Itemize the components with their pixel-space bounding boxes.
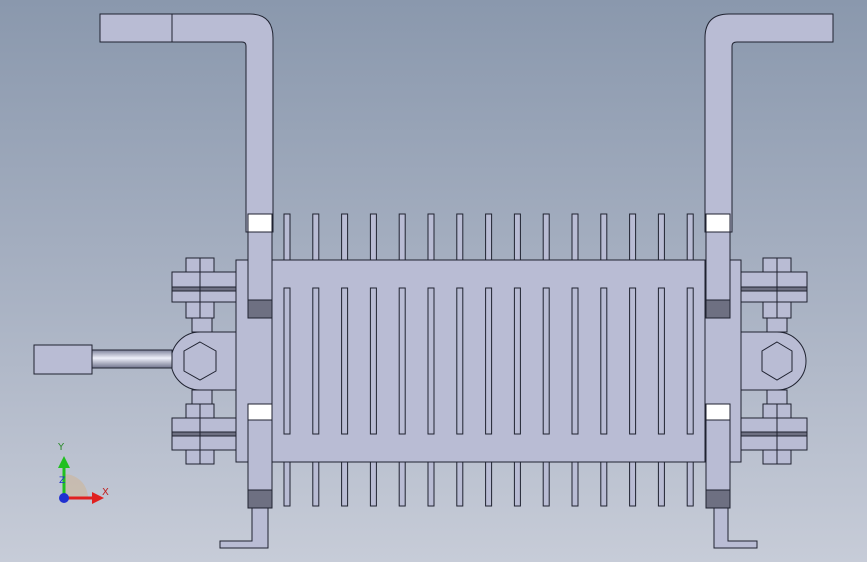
bottom-fin <box>312 461 320 507</box>
left-lower-clamp-bottom <box>247 489 273 509</box>
top-fins <box>283 213 694 261</box>
triad-graphic <box>58 456 104 504</box>
right-hex-nut <box>761 341 793 381</box>
view-orientation-triad: Y X Z <box>48 438 118 508</box>
top-fin <box>312 213 320 261</box>
body-fins <box>283 287 694 435</box>
body-fin-slot <box>283 287 291 435</box>
x-axis-label: X <box>102 487 109 498</box>
top-fin <box>513 213 521 261</box>
left-upper-bolt-stack <box>171 257 237 319</box>
body-fin-slot <box>369 287 377 435</box>
left-terminal-bracket <box>99 13 274 233</box>
bottom-fin <box>341 461 349 507</box>
bottom-fin <box>456 461 464 507</box>
left-lead-terminal <box>33 344 93 375</box>
bottom-fin <box>629 461 637 507</box>
right-mounting-foot <box>713 507 758 549</box>
right-terminal-bracket <box>704 13 834 233</box>
body-fin-slot <box>427 287 435 435</box>
body-fin-slot <box>657 287 665 435</box>
left-upper-clamp-top <box>247 213 273 233</box>
bottom-fin <box>398 461 406 507</box>
bottom-fin <box>485 461 493 507</box>
top-fin <box>283 213 291 261</box>
z-axis-dot <box>59 493 69 503</box>
body-fin-slot <box>571 287 579 435</box>
triad-arc <box>64 474 88 498</box>
top-fin <box>629 213 637 261</box>
right-upper-clamp-top <box>705 213 731 233</box>
bottom-fin <box>686 461 694 507</box>
left-lower-bolt-stack <box>171 403 237 465</box>
left-mounting-foot <box>219 507 269 549</box>
bottom-fin <box>571 461 579 507</box>
x-axis-arrow <box>92 492 104 504</box>
top-fin <box>398 213 406 261</box>
top-fin <box>542 213 550 261</box>
body-fin-slot <box>686 287 694 435</box>
right-upper-bolt-stack <box>740 257 808 319</box>
body-fin-slot <box>456 287 464 435</box>
left-hex-nut <box>183 341 217 381</box>
body-fin-slot <box>312 287 320 435</box>
body-fin-slot <box>485 287 493 435</box>
y-axis-label: Y <box>58 442 65 453</box>
body-fin-slot <box>600 287 608 435</box>
left-lower-stud <box>191 389 213 405</box>
left-upper-clamp-bottom <box>247 299 273 319</box>
y-axis-arrow <box>58 456 70 468</box>
top-fin <box>571 213 579 261</box>
bottom-fin <box>369 461 377 507</box>
top-fin <box>485 213 493 261</box>
right-upper-clamp-bottom <box>705 299 731 319</box>
body-fin-slot <box>341 287 349 435</box>
left-lead-rod <box>91 349 173 369</box>
body-fin-slot <box>513 287 521 435</box>
top-fin <box>341 213 349 261</box>
top-fin <box>427 213 435 261</box>
body-fin-slot <box>629 287 637 435</box>
right-lower-clamp-top <box>705 403 731 421</box>
left-upper-stud <box>191 317 213 333</box>
z-axis-label: Z <box>59 476 66 486</box>
right-lower-bolt-stack <box>740 403 808 465</box>
body-fin-slot <box>542 287 550 435</box>
bottom-fin <box>513 461 521 507</box>
bottom-fin <box>542 461 550 507</box>
top-fin <box>686 213 694 261</box>
top-fin <box>600 213 608 261</box>
bottom-fin <box>427 461 435 507</box>
bottom-fins <box>283 461 694 507</box>
bottom-fin <box>600 461 608 507</box>
bottom-fin <box>657 461 665 507</box>
body-fin-slot <box>398 287 406 435</box>
bottom-fin <box>283 461 291 507</box>
right-lower-clamp-bottom <box>705 489 731 509</box>
top-fin <box>456 213 464 261</box>
right-upper-stud <box>766 317 788 333</box>
right-lower-stud <box>766 389 788 405</box>
left-lower-clamp-top <box>247 403 273 421</box>
top-fin <box>657 213 665 261</box>
top-fin <box>369 213 377 261</box>
